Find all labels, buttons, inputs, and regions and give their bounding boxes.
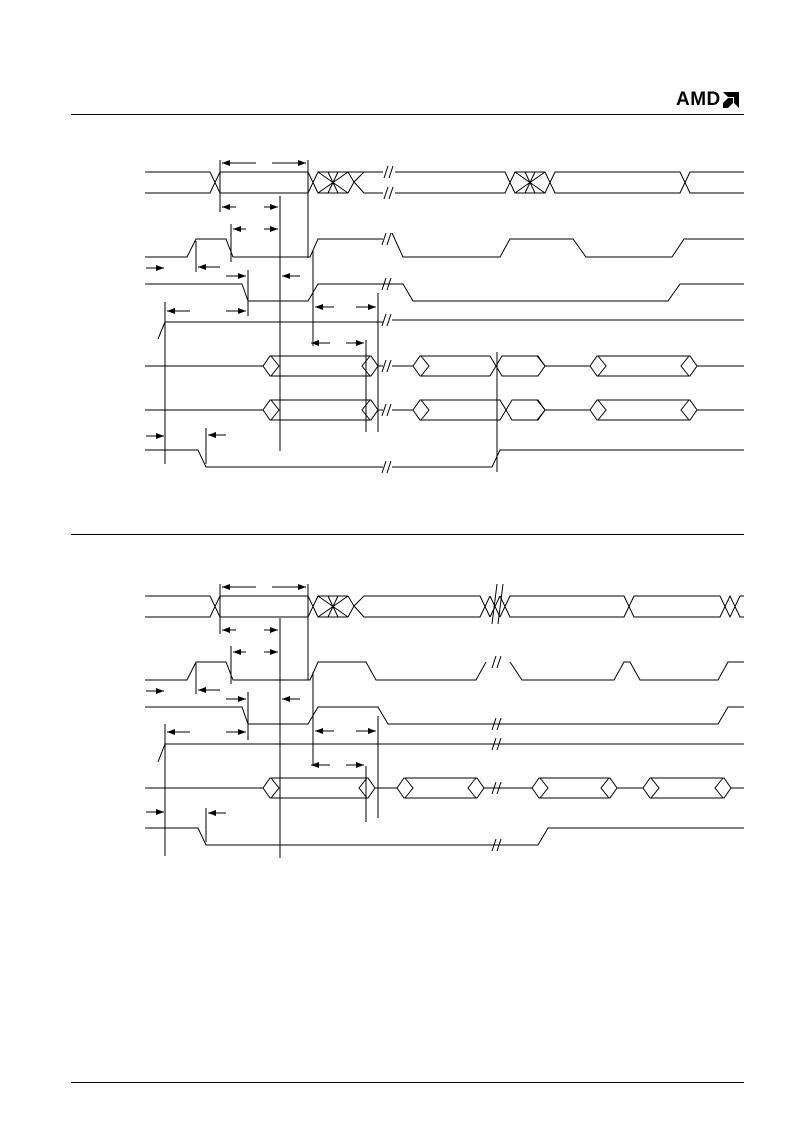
address-waveform <box>145 165 744 200</box>
dq0-dq6-waveform <box>145 399 744 421</box>
header-rule <box>71 114 744 115</box>
timing-diagram-bottom <box>145 584 744 858</box>
oe-waveform <box>145 277 744 302</box>
timing-arrows <box>146 587 376 816</box>
section-divider <box>71 534 744 535</box>
footer-rule <box>71 1082 744 1083</box>
we-waveform <box>157 313 744 340</box>
dq7-waveform <box>145 355 744 377</box>
timing-diagram-top <box>145 160 744 474</box>
logo-wordmark: AMD <box>676 89 721 110</box>
address-waveform <box>145 583 744 625</box>
ryby-waveform <box>145 449 744 474</box>
dq6-dq2-waveform <box>145 777 744 799</box>
ce-waveform <box>145 232 744 258</box>
reference-lines <box>164 584 379 858</box>
ryby-waveform <box>145 827 744 852</box>
timing-arrows <box>146 163 376 439</box>
we-waveform <box>157 737 744 763</box>
amd-logo: AMD <box>676 90 739 110</box>
oe-waveform <box>145 706 744 731</box>
ce-waveform <box>145 655 744 681</box>
amd-arrow-icon <box>722 92 739 108</box>
reference-lines <box>164 160 498 472</box>
